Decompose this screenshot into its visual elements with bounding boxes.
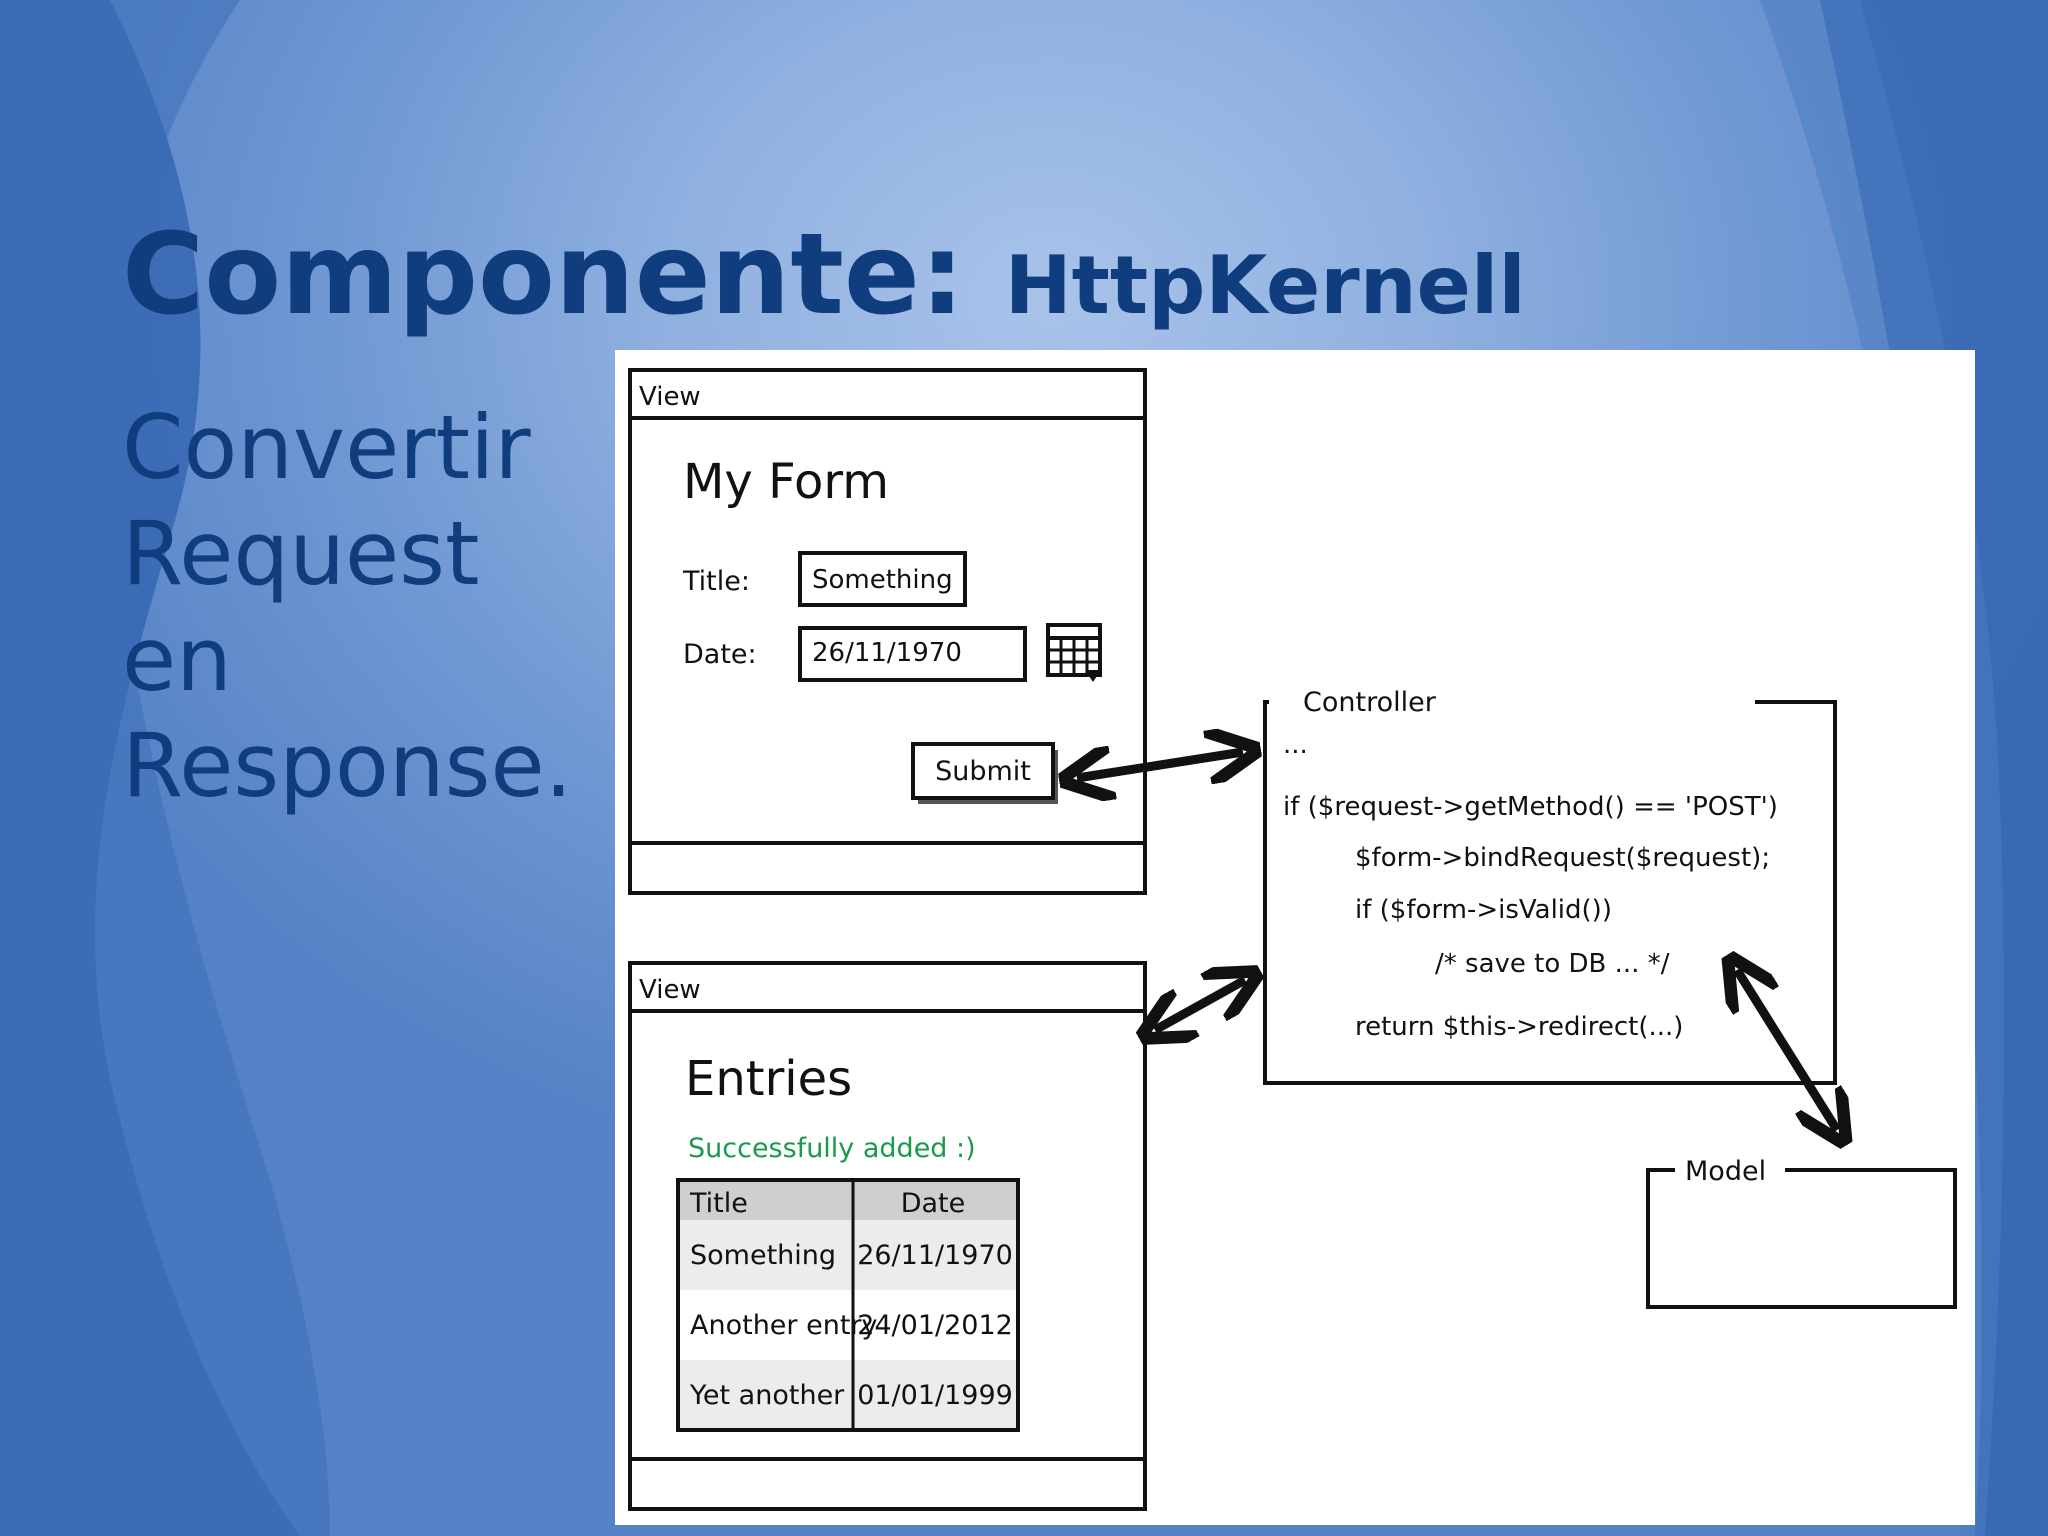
- calendar-icon[interactable]: [1046, 623, 1102, 682]
- table-header-title: Title: [689, 1188, 748, 1219]
- mvc-diagram: View My Form Title: Something Date: 26/1…: [615, 350, 1975, 1525]
- slide-title-main: Componente:: [122, 210, 965, 340]
- slide-body-text: Convertir Request en Response.: [122, 395, 602, 819]
- title-input[interactable]: [798, 551, 967, 607]
- controller-code-line: /* save to DB ... */: [1435, 949, 1670, 979]
- controller-code-line: if ($request->getMethod() == 'POST'): [1283, 792, 1778, 822]
- table-row-bg: [678, 1360, 1018, 1430]
- entries-heading: Entries: [685, 1051, 852, 1107]
- submit-controller-arrow: [1077, 752, 1243, 778]
- success-message: Successfully added :): [688, 1133, 976, 1164]
- table-row-bg: [678, 1290, 1018, 1360]
- view-entries-title: View: [639, 975, 701, 1005]
- model-box: Model: [1646, 1156, 1957, 1309]
- slide-title: Componente: HttpKernell: [122, 210, 1526, 340]
- submit-button[interactable]: Submit: [911, 742, 1058, 804]
- view-form-titlebar: [628, 368, 1147, 420]
- date-input[interactable]: [798, 626, 1027, 682]
- table-cell-date: 01/01/1999: [857, 1380, 1013, 1411]
- form-heading: My Form: [683, 454, 889, 510]
- view-form-statusbar: [628, 841, 1147, 895]
- body-line: Convertir: [122, 396, 531, 499]
- view-entries-titlebar: [628, 961, 1147, 1013]
- entries-table: Title Date Something 26/11/1970 Another …: [676, 1178, 1020, 1432]
- table-cell-date: 24/01/2012: [857, 1310, 1013, 1341]
- controller-code-line: if ($form->isValid()): [1355, 895, 1612, 925]
- controller-code-line: $form->bindRequest($request);: [1355, 843, 1770, 873]
- table-cell-date: 26/11/1970: [857, 1240, 1013, 1271]
- controller-model-arrow: [1737, 970, 1837, 1130]
- view-form-title: View: [639, 382, 701, 412]
- title-field-label: Title:: [682, 566, 750, 597]
- table-header-title-bg: [678, 1180, 853, 1220]
- date-input-value: 26/11/1970: [812, 638, 962, 668]
- view-entries-statusbar: [628, 1457, 1147, 1511]
- controller-code-line: ...: [1283, 730, 1308, 760]
- table-border: [676, 1178, 1020, 1432]
- table-cell-title: Yet another: [689, 1380, 845, 1411]
- date-field-label: Date:: [683, 639, 757, 670]
- diagram-canvas: View My Form Title: Something Date: 26/1…: [628, 368, 1957, 1511]
- slide-title-sub: HttpKernell: [1004, 239, 1526, 332]
- body-line: Response.: [122, 714, 573, 817]
- controller-box: Controller ... if ($request->getMethod()…: [1263, 687, 1837, 1085]
- body-line: Request en: [122, 502, 480, 711]
- controller-code-line: return $this->redirect(...): [1355, 1012, 1683, 1042]
- controller-label: Controller: [1303, 687, 1437, 718]
- table-cell-title: Another entry: [690, 1310, 878, 1341]
- submit-button-label: Submit: [935, 756, 1031, 787]
- table-header-date-bg: [853, 1180, 1018, 1220]
- table-cell-title: Something: [690, 1240, 836, 1271]
- title-input-value: Something: [812, 565, 953, 595]
- view-form-window: View My Form Title: Something Date: 26/1…: [628, 368, 1147, 895]
- table-header-date: Date: [901, 1188, 966, 1219]
- model-label: Model: [1685, 1156, 1766, 1187]
- entries-controller-arrow: [1155, 980, 1245, 1030]
- view-entries-window: View Entries Successfully added :) Title…: [628, 961, 1147, 1511]
- table-row-bg: [678, 1220, 1018, 1290]
